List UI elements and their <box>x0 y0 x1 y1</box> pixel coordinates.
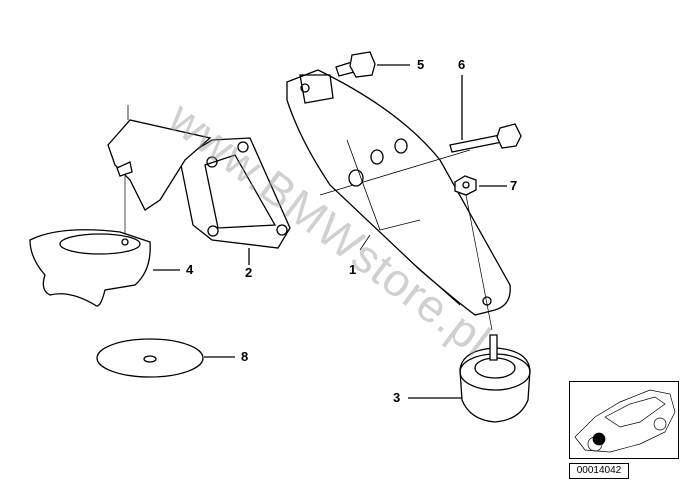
heat-shield-part-4 <box>29 229 180 307</box>
car-outline-icon <box>574 389 676 453</box>
callout-6[interactable]: 6 <box>458 57 466 72</box>
bolt-part-6 <box>449 75 522 153</box>
mount-frame-part-2 <box>179 137 291 265</box>
diagram-code: 00014042 <box>569 463 629 479</box>
engine-bracket-part-1 <box>286 69 511 316</box>
callout-2[interactable]: 2 <box>245 265 253 280</box>
callout-8[interactable]: 8 <box>241 349 249 364</box>
bolt-part-5 <box>335 51 410 78</box>
nut-part-7 <box>454 175 507 331</box>
callout-4[interactable]: 4 <box>186 262 194 277</box>
callout-5[interactable]: 5 <box>417 57 425 72</box>
callout-7[interactable]: 7 <box>510 178 518 193</box>
washer-disc-part-8 <box>96 338 235 378</box>
vehicle-location-thumbnail <box>569 381 679 459</box>
engine-mount-part-3 <box>408 334 531 423</box>
callout-1[interactable]: 1 <box>349 262 357 277</box>
callout-3[interactable]: 3 <box>393 390 401 405</box>
upper-bracket <box>107 105 212 240</box>
